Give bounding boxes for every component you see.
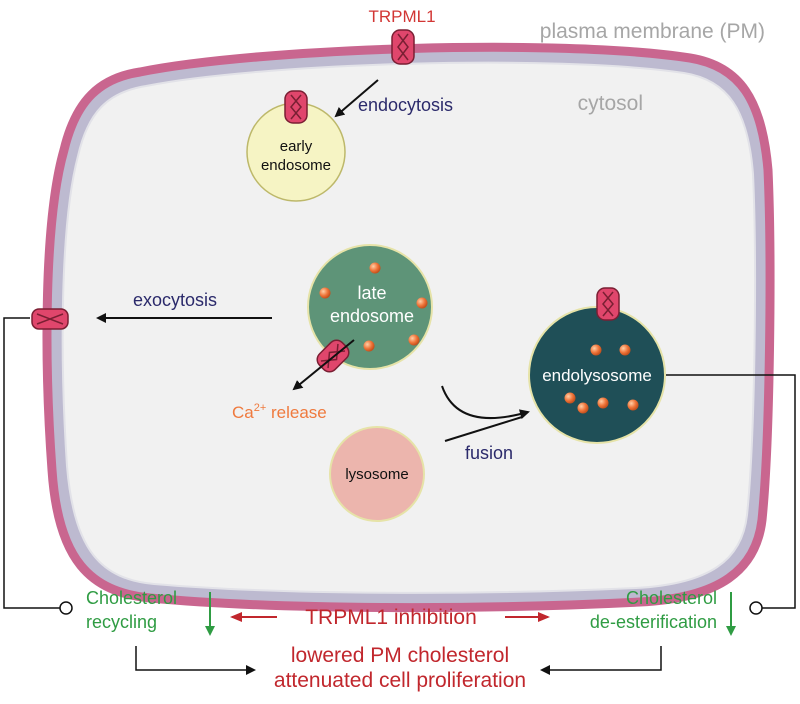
calcium-particle-icon <box>369 262 381 274</box>
calcium-particle-icon <box>319 287 331 299</box>
outcome-line1: lowered PM cholesterol <box>291 644 509 667</box>
calcium-release-label: Ca2+ release <box>232 402 327 422</box>
calcium-particle-icon <box>590 344 602 356</box>
endocytosis-arrow <box>334 79 379 118</box>
exocytosis-label: exocytosis <box>133 290 217 310</box>
calcium-particle-icon <box>564 392 576 404</box>
endolysosome: endolysosome <box>528 306 666 444</box>
trpml1-channel-icon <box>596 287 620 321</box>
trpml1-top-label: TRPML1 <box>368 7 435 26</box>
early-endosome-label-line2: endosome <box>261 157 331 174</box>
right-outcome-arrow <box>540 646 662 675</box>
trpml1-channel-icon <box>31 308 69 330</box>
cholesterol-deesterification-line1: Cholesterol <box>626 588 717 608</box>
late-endosome: late endosome <box>307 244 433 370</box>
calcium-particle-icon <box>408 334 420 346</box>
calcium-particle-icon <box>627 399 639 411</box>
lysosome: lysosome <box>329 426 425 522</box>
trpml1-channel-icon <box>391 29 415 65</box>
cholesterol-recycling-line1: Cholesterol <box>86 588 177 608</box>
lysosome-label: lysosome <box>345 466 408 483</box>
calcium-particle-icon <box>363 340 375 352</box>
fusion-arrow <box>444 416 523 442</box>
cholesterol-recycling-line2: recycling <box>86 612 157 632</box>
right-connector <box>666 374 796 609</box>
left-connector-end <box>59 601 73 615</box>
trpml1-inhibition-label: TRPML1 inhibition <box>305 606 477 629</box>
trpml1-channel-icon <box>284 90 308 124</box>
calcium-particle-icon <box>619 344 631 356</box>
outcome-line2: attenuated cell proliferation <box>274 669 526 692</box>
early-endosome-label-line1: early <box>280 138 313 155</box>
fusion-label: fusion <box>465 443 513 463</box>
left-connector <box>3 317 60 609</box>
fusion-curve <box>441 385 530 420</box>
late-endosome-label-line1: late <box>357 283 386 303</box>
cytosol-label: cytosol <box>578 92 643 115</box>
endolysosome-label: endolysosome <box>542 366 652 385</box>
left-outcome-arrow <box>135 646 256 675</box>
calcium-release-arrow <box>292 339 355 391</box>
early-endosome: early endosome <box>246 102 346 202</box>
cholesterol-deesterification-line2: de-esterification <box>590 612 717 632</box>
calcium-particle-icon <box>577 402 589 414</box>
late-endosome-label-line2: endosome <box>330 306 414 326</box>
plasma-membrane-label: plasma membrane (PM) <box>540 20 765 43</box>
right-connector-end <box>749 601 763 615</box>
endocytosis-label: endocytosis <box>358 95 453 115</box>
calcium-particle-icon <box>597 397 609 409</box>
calcium-particle-icon <box>416 297 428 309</box>
